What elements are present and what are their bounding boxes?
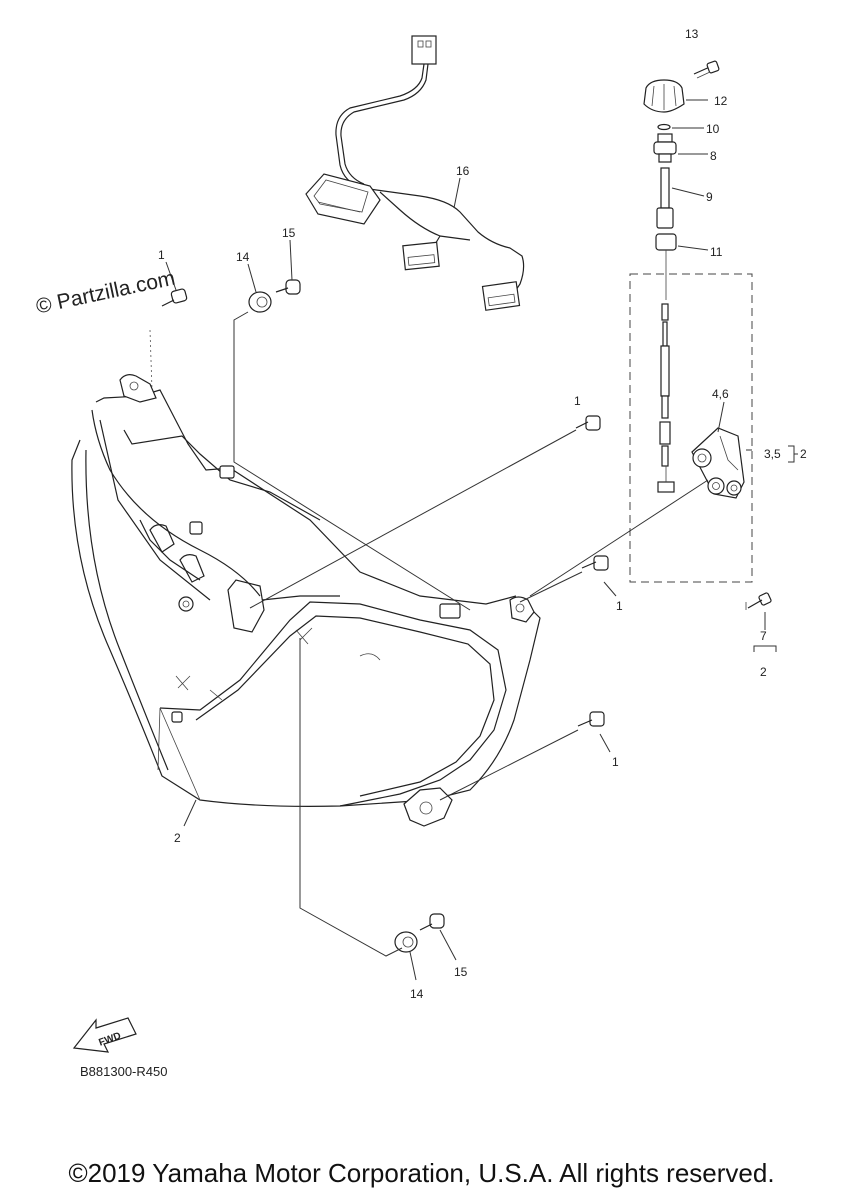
callout-3-5: 3,5 — [764, 447, 781, 461]
callout-13: 13 — [685, 27, 699, 41]
callout-2-right: 2 — [800, 447, 807, 461]
callout-10: 10 — [706, 122, 720, 136]
callout-9: 9 — [706, 190, 713, 204]
callout-1-center: 1 — [574, 394, 581, 408]
callout-labels: 13 12 10 8 9 11 16 1 14 15 1 4,6 3,5 2 1… — [158, 27, 807, 1001]
callout-15-bottom: 15 — [454, 965, 468, 979]
grommets-and-bolts — [248, 279, 445, 953]
callout-4-6: 4,6 — [712, 387, 729, 401]
callout-11: 11 — [710, 245, 723, 259]
callout-1-top: 1 — [158, 248, 165, 262]
callout-7: 7 — [760, 629, 767, 643]
callout-14-top: 14 — [236, 250, 250, 264]
callout-14-bottom: 14 — [410, 987, 424, 1001]
headlight-assembly — [71, 374, 541, 827]
reference-lines — [149, 99, 798, 981]
aim-bracket — [691, 427, 745, 499]
copyright-notice: ©2019 Yamaha Motor Corporation, U.S.A. A… — [68, 1158, 775, 1188]
callout-2-sub: 2 — [760, 665, 767, 679]
callout-1-bottom: 1 — [612, 755, 619, 769]
callout-12: 12 — [714, 94, 728, 108]
callout-1-right: 1 — [616, 599, 623, 613]
fwd-arrow-icon: FWD — [72, 1017, 137, 1053]
aim-adjuster-stack — [643, 60, 720, 493]
subassembly-box — [629, 273, 753, 583]
screws-1 — [161, 288, 609, 727]
callout-16: 16 — [456, 164, 470, 178]
callout-8: 8 — [710, 149, 717, 163]
callout-2-main: 2 — [174, 831, 181, 845]
wire-harness — [305, 35, 525, 311]
screw-7 — [745, 592, 772, 610]
diagram-code: B881300-R450 — [80, 1064, 168, 1079]
callout-15-top: 15 — [282, 226, 296, 240]
